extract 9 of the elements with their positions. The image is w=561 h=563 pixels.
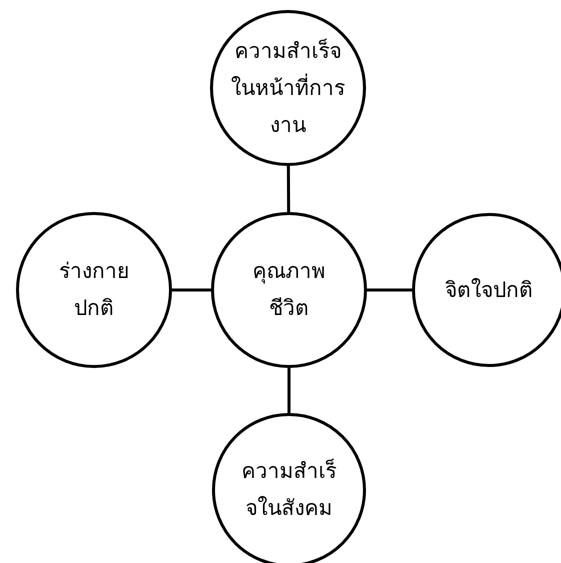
node-label: คุณภาพชีวิต	[252, 258, 326, 322]
node-label: ร่างกายปกติ	[58, 258, 130, 322]
node-label: ความสำเร็จในสังคม	[241, 458, 337, 522]
connector-line	[286, 166, 290, 212]
node-label: จิตใจปกติ	[444, 276, 534, 304]
connector-line	[288, 368, 290, 413]
node-label: ความสำเร็จในหน้าที่การงาน	[230, 38, 346, 138]
connector-line	[367, 288, 412, 292]
connector-line	[172, 288, 211, 292]
